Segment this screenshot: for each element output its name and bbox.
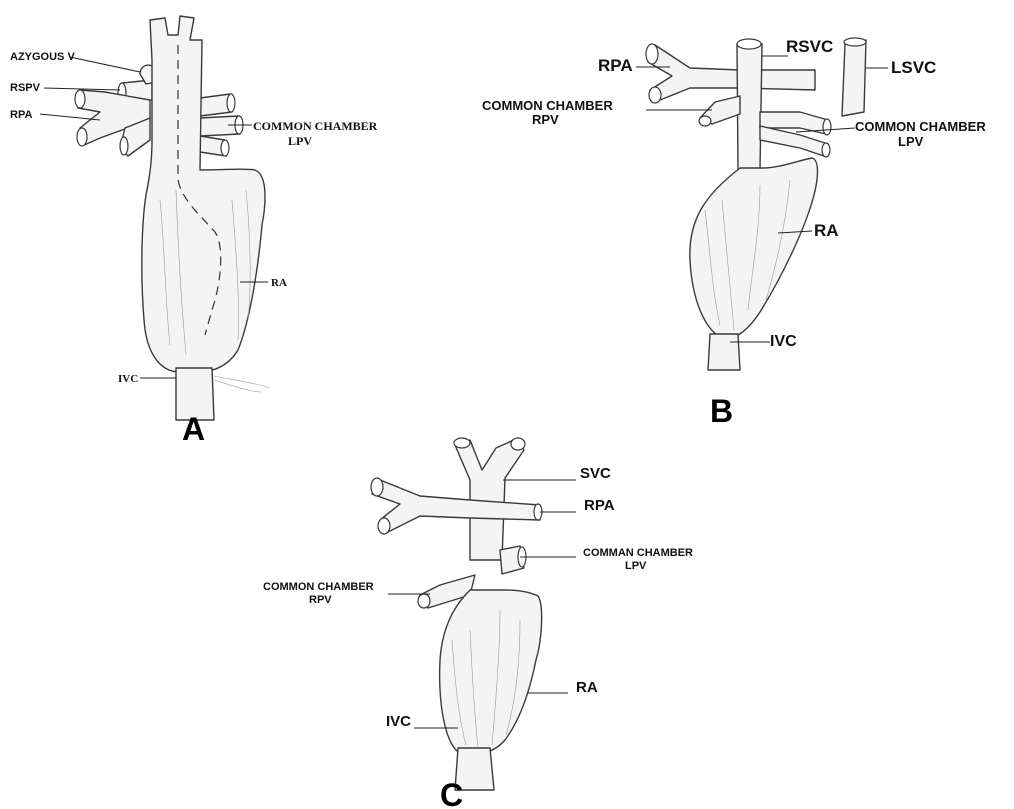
label-svc: SVC <box>580 465 611 482</box>
label-common-chamber-a: COMMON CHAMBER <box>253 119 378 133</box>
panel-c: SVC RPA COMMAN CHAMBER LPV COMMON CHAMBE… <box>263 438 693 809</box>
panel-a-left-vessels <box>75 65 156 156</box>
label-rsvc: RSVC <box>786 37 833 56</box>
label-cc-rpv-c-line2: RPV <box>309 594 332 606</box>
label-rpa-b: RPA <box>598 56 633 75</box>
panel-letter-c: C <box>440 777 463 809</box>
label-ivc-c: IVC <box>386 713 411 730</box>
panel-b: RPA RSVC LSVC COMMON CHAMBER RPV COMMON … <box>482 37 986 429</box>
panel-letter-a: A <box>182 411 205 447</box>
label-cc-lpv-b-line1: COMMON CHAMBER <box>855 119 986 134</box>
label-rspv: RSPV <box>10 82 41 94</box>
label-ivc-a: IVC <box>118 373 138 385</box>
panel-c-rpa-vessel <box>372 480 540 532</box>
panel-b-lsvc-vessel <box>842 40 866 116</box>
label-ra-c: RA <box>576 679 598 696</box>
label-ivc-b: IVC <box>770 333 797 350</box>
panel-letter-b: B <box>710 393 733 429</box>
label-ra-b: RA <box>814 221 839 240</box>
label-cc-rpv-b-line1: COMMON CHAMBER <box>482 98 613 113</box>
label-cc-rpv-c-line1: COMMON CHAMBER <box>263 581 374 593</box>
label-comman-chamber-c-line2: LPV <box>625 560 647 572</box>
label-ra-a: RA <box>271 277 287 289</box>
label-cc-rpv-b-line2: RPV <box>532 112 559 127</box>
label-rpa-a: RPA <box>10 109 32 121</box>
label-azygous-v: AZYGOUS V <box>10 51 75 63</box>
label-lsvc: LSVC <box>891 58 936 77</box>
panel-a: AZYGOUS V RSPV RPA COMMON CHAMBER LPV RA… <box>10 16 378 447</box>
label-cc-lpv-b-line2: LPV <box>898 134 924 149</box>
label-lpv-a: LPV <box>288 134 312 148</box>
label-comman-chamber-c-line1: COMMAN CHAMBER <box>583 547 693 559</box>
label-rpa-c: RPA <box>584 497 615 514</box>
